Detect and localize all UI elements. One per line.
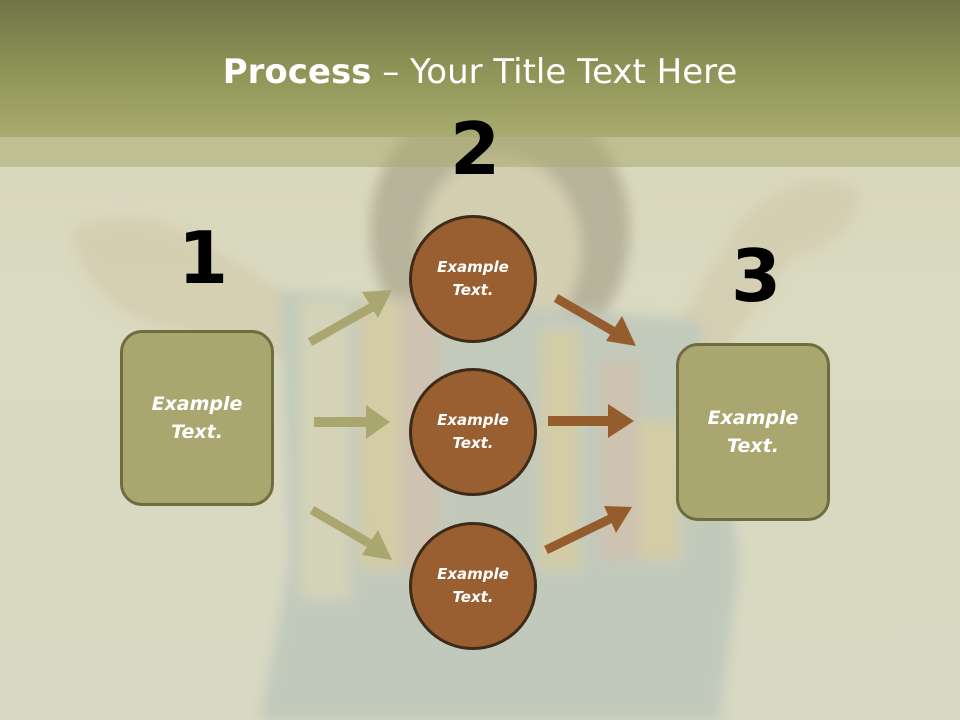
arrow-left-down <box>309 506 392 560</box>
right-box: Example Text. <box>676 343 830 521</box>
arrow-left-middle <box>314 405 390 439</box>
left-box-line1: Example <box>151 392 243 415</box>
circle-middle-line1: Example <box>437 410 509 429</box>
circle-top: Example Text. <box>409 215 537 343</box>
left-box-line2: Text. <box>171 421 223 443</box>
arrow-right-down <box>553 294 636 346</box>
circle-middle: Example Text. <box>409 368 537 496</box>
circle-bottom-line1: Example <box>437 564 509 583</box>
step-number-1: 1 <box>178 216 229 300</box>
title-strip <box>0 137 960 167</box>
slide-title: Process – Your Title Text Here <box>0 52 960 92</box>
step-number-2: 2 <box>450 107 501 191</box>
step-number-3: 3 <box>731 234 782 318</box>
left-box: Example Text. <box>120 330 274 506</box>
right-box-line2: Text. <box>727 435 779 457</box>
title-bar <box>0 0 960 137</box>
circle-top-line1: Example <box>437 257 509 276</box>
circle-bottom: Example Text. <box>409 522 537 650</box>
circle-top-line2: Text. <box>452 281 494 299</box>
title-strong: Process <box>222 52 372 92</box>
arrow-left-up <box>307 290 392 346</box>
arrow-right-middle <box>548 404 634 438</box>
arrow-right-up <box>544 506 632 555</box>
circle-middle-line2: Text. <box>452 434 494 452</box>
circle-bottom-line2: Text. <box>452 588 494 606</box>
right-box-line1: Example <box>707 406 799 429</box>
title-rest: – Your Title Text Here <box>371 52 738 92</box>
